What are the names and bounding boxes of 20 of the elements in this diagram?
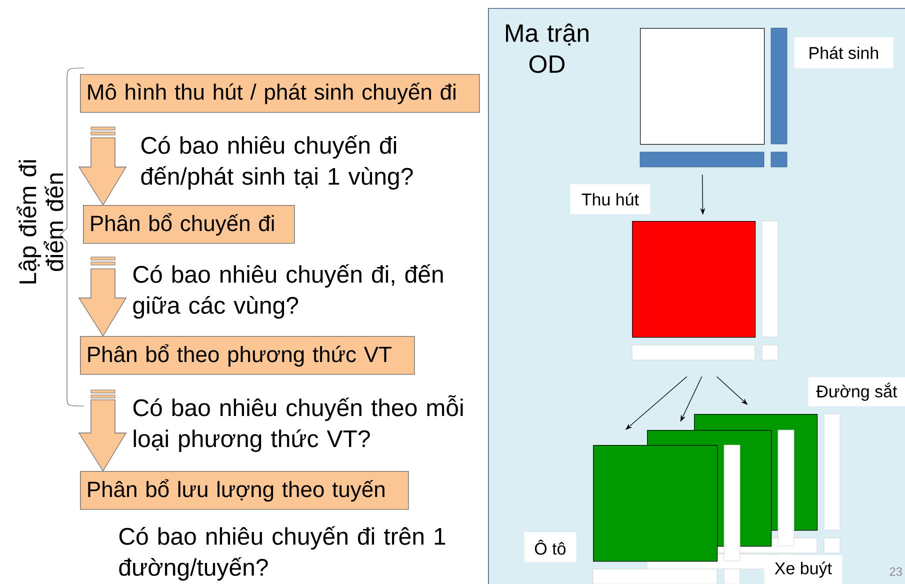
process-box: Mô hình thu hút / phát sinh chuyến đi [80, 74, 480, 113]
block-arrow [78, 256, 127, 337]
block-arrow [78, 126, 127, 206]
matrix-drawing [640, 28, 788, 168]
question-text: Có bao nhiêu chuyến đi, đến giữa các vùng? [133, 264, 443, 319]
process-box: Phân bổ theo phương thức VT [80, 336, 415, 375]
question-text: Có bao nhiêu chuyến theo mỗi loại phương thức VT? [133, 395, 463, 452]
block-arrow [78, 390, 127, 472]
matrix-label: Ô tô [524, 532, 576, 562]
matrix-label: Đường sắt [808, 377, 905, 406]
matrix-label: Thu hút [570, 184, 650, 214]
matrix-label: Phát sinh [794, 37, 894, 68]
question-text: Có bao nhiêu chuyến đi đến/phát sinh tại 1 vùng? [141, 135, 413, 190]
process-box: Phân bổ lưu lượng theo tuyến [80, 471, 409, 510]
matrix-drawing [632, 220, 778, 360]
matrix-drawing [592, 444, 740, 584]
page-number: 23 [890, 567, 902, 576]
process-box: Phân bổ chuyến đi [83, 205, 295, 244]
question-text: Có bao nhiêu chuyến đi trên 1 đường/tuyến? [119, 526, 446, 581]
side-label: Lập điểm đi điểm đến [16, 160, 64, 284]
